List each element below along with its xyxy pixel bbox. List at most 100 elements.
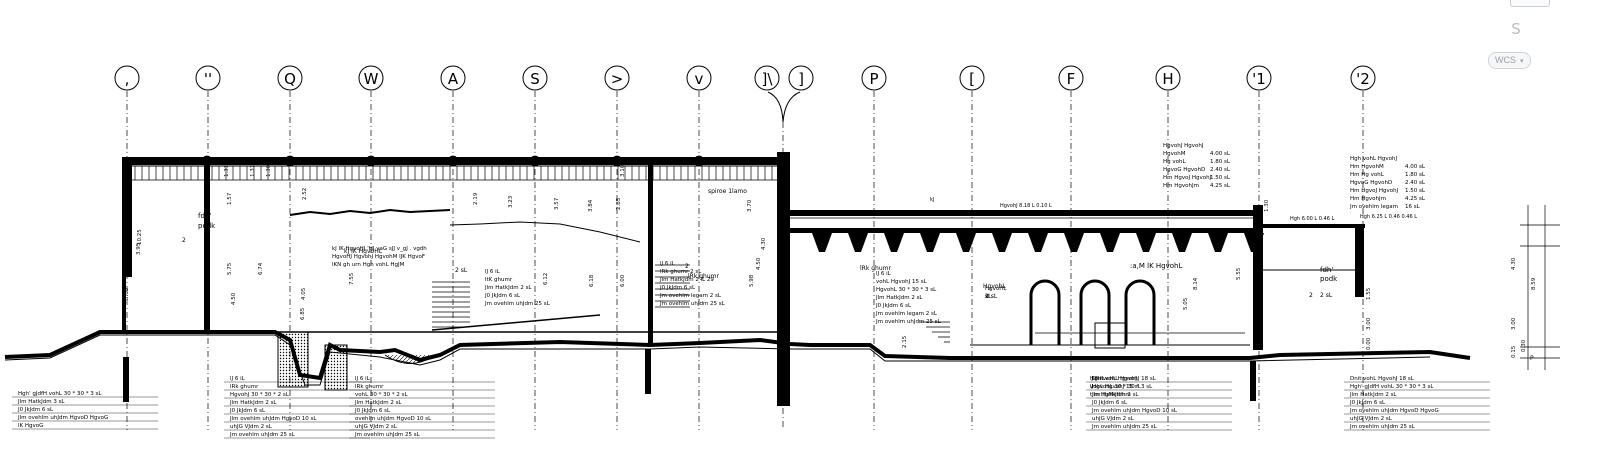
grid-bubble-label: S (530, 70, 540, 88)
vertical-dimension: 8.59 (1531, 277, 1537, 290)
grid-bubble: P (861, 65, 887, 91)
vertical-dimension: 3.84 (588, 199, 594, 212)
drawing-label: 2 sL (985, 293, 998, 300)
grid-bubble-label: [ (969, 70, 975, 88)
room-label: :a,M lK HgvohL (1130, 262, 1182, 270)
annotation-line: Jm ovehlm uhJdm 25 sL (659, 301, 726, 307)
compass-icon[interactable]: S (1511, 20, 1521, 38)
viewport-navigation: S WCS ▾ (1488, 0, 1558, 80)
annotation-line: J0 JkJdm 6 sL (484, 293, 521, 299)
annotation-line: Jm ovehlm uhJdm 25 sL (484, 301, 551, 307)
left-block-frame (122, 152, 1256, 406)
vertical-dimension: 0.15 (1511, 345, 1517, 358)
vertical-dimension: 0.30 (1521, 339, 1527, 352)
grid-bubble-label: , (125, 70, 130, 88)
section-cut-label: P (1530, 355, 1534, 362)
floor-note-line: lJ 6 iL (230, 376, 246, 382)
legend-label: HgvohJ HgvohJ (1163, 143, 1204, 149)
vertical-dimension: 5.55 (1236, 267, 1242, 280)
legend-label: Jm ovehlm legam (1349, 204, 1398, 210)
vertical-dimension: 3.05 (124, 287, 130, 300)
vertical-dimension: 1.55 (1366, 287, 1372, 300)
vertical-dimension: 1.31 (250, 165, 256, 177)
floor-note-line: Jlm HatkJdm 2 sL (354, 400, 402, 406)
drawing-label: HgvohL (983, 283, 1006, 290)
vertical-dimension: 4.50 (231, 292, 237, 305)
floor-note-line: lJ 6 iL (355, 376, 371, 382)
floor-note-line: Jlm HatkJdm 2 sL (1349, 392, 1397, 398)
grid-bubble: ] (788, 65, 814, 91)
legend-label: Hm HgvoJ HgvohJ (1163, 175, 1212, 181)
floor-note-line: uhJG VJdm 2 sL (230, 424, 273, 430)
annotation-line: J0 JkJdm 6 sL (659, 285, 696, 291)
vertical-dimension: 3.70 (747, 199, 753, 212)
grid-bubble-label: H (1162, 70, 1173, 88)
floor-note-line: uhJG VJdm 2 sL (355, 424, 398, 430)
legend-label: Hm Hg vohL (1350, 172, 1385, 178)
floor-note-line: Jm ovehlm uhJdm 25 sL (229, 432, 296, 438)
legend-label: HgvohM (1163, 151, 1186, 157)
vertical-dimension: 3.00 (1511, 317, 1517, 330)
grid-bubble-label: F (1067, 70, 1076, 88)
vertical-dimension: 3.95 (136, 242, 142, 255)
floor-note-line: Jm ovehlm uhJdm 25 sL (354, 432, 421, 438)
room-label: fdh' (198, 212, 211, 220)
floor-note-line: Hgh' gJdfH vohL 30 * 30 * 3 sL (1350, 384, 1434, 390)
grid-bubble-label: v (695, 70, 704, 88)
vertical-dimension: 4.30 (761, 237, 767, 250)
legend-label: Hgh vohL HgvohJ (1350, 156, 1398, 162)
annotation-line: HgvoHJ HgvohJ HgvohM lJK HgvoF (332, 254, 425, 260)
room-label: podk (1320, 275, 1338, 283)
floor-note-line: J0 JkJdm 6 sL (1091, 400, 1128, 406)
ucs-label: WCS (1495, 55, 1516, 65)
legend-label: HgvoG HgvohD (1350, 180, 1392, 186)
legend-value: 1.50 sL (1210, 175, 1231, 181)
vertical-dimension: 5.75 (227, 262, 233, 275)
room-label: fdh' (1320, 266, 1333, 274)
right-hall-frame (790, 205, 1365, 350)
grid-bubble: Q (277, 65, 303, 91)
section-note: sL (985, 294, 992, 300)
annotation-line: Jm ovehlm legam 2 sL (659, 293, 722, 299)
legend-label: HgvoG HgvohD (1163, 167, 1205, 173)
grid-bubble: ]\ (754, 65, 780, 91)
annotation-line: kJ lK HgvoHJ 'HJ vaG sJJ v_gJ . vgdh (332, 246, 427, 252)
floor-note-line: HgvohJ 30 * 30 * 2 sL (230, 392, 290, 398)
annotation-line: lJ 6 iL (876, 271, 892, 277)
vertical-dimension: 3.23 (508, 195, 514, 208)
floor-note-line: Jm ovehlm uhJdm HgvoD 10 sL (1091, 408, 1178, 414)
chevron-down-icon: ▾ (1520, 58, 1524, 65)
legend-value: 2.40 sL (1405, 180, 1426, 186)
legend-value: 16 sL (1405, 204, 1421, 210)
view-cube-icon[interactable] (1510, 0, 1550, 7)
floor-note-line: uhJG VJdm 2 sL (1350, 416, 1393, 422)
floor-note-line: lK HgvoG (18, 423, 43, 429)
ucs-selector[interactable]: WCS ▾ (1488, 52, 1531, 69)
legend-value: 2.40 sL (1210, 167, 1231, 173)
grid-bubble: , (114, 65, 140, 91)
vertical-dimension: 6.85 (300, 307, 306, 320)
annotation-line: Jm ovehlm legam 2 sL (875, 311, 938, 317)
grid-bubble-label: A (448, 70, 459, 88)
grid-bubble-label: ]\ (762, 70, 774, 88)
grid-bubble: H (1155, 65, 1181, 91)
section-note: Hgh vohL HgvohJ (1090, 376, 1138, 382)
grid-bubble: '1 (1246, 65, 1272, 91)
vertical-dimension: 6.00 (620, 274, 626, 287)
legend-value: 1.80 sL (1210, 159, 1231, 165)
floor-note-line: Jm ovehlm uhJdm HgvoD HgvoG (1349, 408, 1439, 414)
grid-bubble-label: > (611, 70, 624, 88)
floor-note-line: vohL 30 * 30 * 2 sL (355, 392, 409, 398)
section-note: tJm HgMkfdhm (1090, 392, 1131, 398)
floor-note-line: Jm ovehlm uhJdm 25 sL (1091, 424, 1158, 430)
vertical-dimension: 4.30 (1511, 257, 1517, 270)
floor-note-line: Jlm ovehlm uhJdm HgvoD 10 sL (229, 416, 317, 422)
annotation-line: J0 JkJdm 6 sL (875, 303, 912, 309)
vertical-dimension: 2.52 (302, 188, 308, 200)
